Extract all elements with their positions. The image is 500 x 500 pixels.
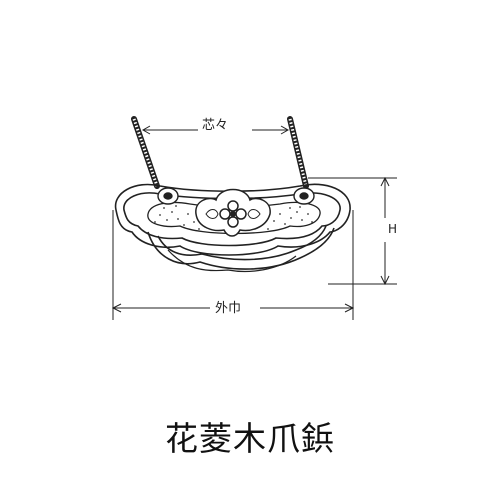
outer-width-label: 外巾 (213, 301, 244, 317)
center-distance-label: 芯々 (200, 118, 231, 134)
bail-ring (147, 225, 335, 273)
rivet-left (157, 187, 179, 205)
center-distance-dimension (141, 125, 290, 135)
flower-ornament (195, 188, 271, 237)
handle-base-plate (114, 183, 351, 256)
height-dimension (308, 176, 397, 286)
inner-panel (147, 201, 321, 235)
product-name-caption: 花菱木爪鋲 (165, 419, 335, 458)
left-bolt (131, 116, 160, 189)
rivet-right (293, 187, 315, 205)
outer-width-dimension (111, 210, 355, 320)
height-label: H (386, 221, 400, 237)
right-bolt (287, 116, 309, 189)
